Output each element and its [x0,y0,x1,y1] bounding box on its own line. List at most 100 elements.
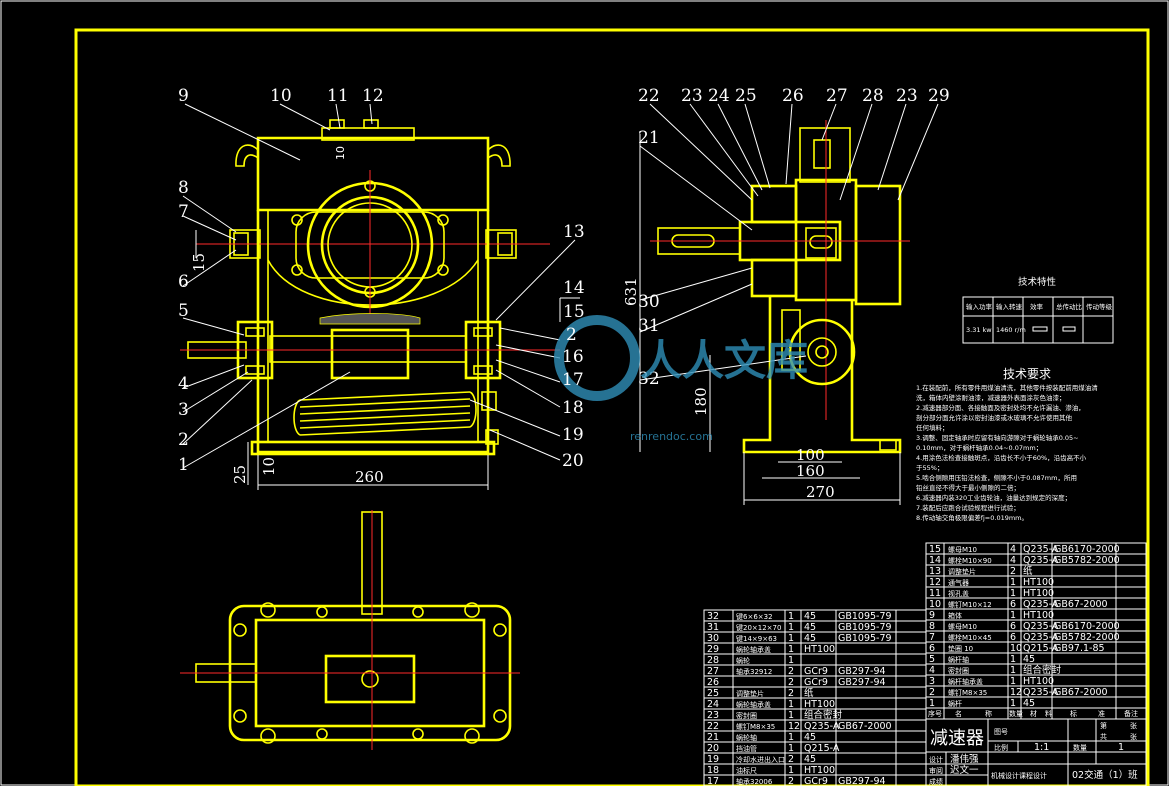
bom-left-cell: 调整垫片 [736,689,764,698]
front-label-15: 15 [563,302,585,322]
bom-right-cell: 螺钉M8×35 [948,688,987,697]
bom-left-cell: 蜗轮轴 [736,733,757,742]
bom-left-cell: 密封圈 [736,711,757,720]
bom-right-cell: 垫圈 10 [948,644,973,653]
bom-right-cell: Q235-A [1023,621,1059,632]
bom-right-cell: 1 [1010,676,1016,687]
title-zhang2: 张 [1130,732,1137,741]
bom-left-cell: 键6×6×32 [736,612,773,621]
front-label-8: 8 [178,178,189,198]
bom-right-cell: GB67-2000 [1054,599,1108,610]
bom-right-cell: 1 [929,698,935,709]
side-label-27: 27 [826,86,848,106]
watermark [554,315,640,401]
front-label-10: 10 [270,86,292,106]
bom-left-cell: 键20×12×70 [736,623,781,632]
bom-left-cell: 31 [707,622,719,633]
bom-right-cell: 4 [929,665,935,676]
bom-right-cell: 螺栓M10×45 [948,633,992,642]
bom-left-cell: 1 [788,710,794,721]
bom-right-cell: 视孔盖 [948,589,969,598]
bom-right-cell: Q235-A [1023,599,1059,610]
bom-right-header-cell: 料 [1045,709,1052,718]
bom-right-cell: GB5782-2000 [1054,632,1120,643]
dim-180: 180 [692,387,710,416]
front-label-17: 17 [562,370,584,390]
front-label-19: 19 [562,425,584,445]
bom-left-cell: 蜗轮轴承盖 [736,700,771,709]
side-view [639,103,939,505]
bom-left-cell: 轴承32006 [736,777,773,786]
bom-right-cell: 45 [1023,654,1035,665]
tech-char-header: 效率 [1030,302,1044,311]
title-chengji: 成绩 [929,777,943,786]
bom-right-cell: 9 [929,610,935,621]
bom-right-cell: 螺母M10 [948,545,977,554]
title-shuliang: 数量 [1073,743,1087,752]
bom-right-header: 序号名称数量材料标准备注 [928,709,1138,718]
side-label-23: 23 [681,86,703,106]
side-label-24: 24 [708,86,730,106]
bom-right-header-cell: 材 [1030,709,1037,718]
dim-260: 260 [355,468,384,486]
bom-right-cell: 15 [929,544,941,555]
bom-left-cell: 32 [707,611,719,622]
bom-left-cell: GCr9 [804,776,828,786]
tech-req-line: 3.调整、固定轴承时应留有轴向游隙对于蜗轮轴承0.05~ [916,433,1079,442]
tech-req-title: 技术要求 [1003,367,1051,381]
title-zhang: 张 [1130,721,1137,730]
bom-right-cell: 13 [929,566,941,577]
front-label-2: 2 [178,430,189,450]
front-label-7: 7 [178,202,189,222]
bom-right-cell: Q215-A [1023,643,1059,654]
bom-right-cell: 12 [929,577,941,588]
bom-right-header-cell: 序号 [928,709,942,718]
title-bili-val: 1:1 [1034,742,1049,753]
bom-right-header-cell: 标 [1070,709,1077,718]
front-label-6: 6 [178,272,189,292]
bom-right-header-cell: 名 [955,709,962,718]
watermark-text: 人人文库 [640,336,808,385]
dim-10b: 10 [334,146,347,160]
bom-right-cell: Q235-A [1023,687,1059,698]
bom-right-cell: 密封圈 [948,666,969,675]
front-label-1: 1 [178,455,189,475]
title-shuliang-val: 1 [1118,742,1124,753]
drawing-border [74,28,1150,786]
bom-right-cell: 蜗杆轴 [948,655,969,664]
bom-left-cell: 30 [707,633,719,644]
bom-right-cell: 14 [929,555,941,566]
bom-right-cell: 1 [1010,610,1016,621]
bom-left-cell: HT100 [804,765,835,776]
bom-right-cell: HT100 [1023,676,1054,687]
tech-req-line: 铅丝直径不得大于最小侧隙的二倍； [916,483,1020,492]
bom-right-cell: 6 [1010,599,1016,610]
bom-right-cell: Q235-A [1023,632,1059,643]
bom-right-cell: 12 [1010,687,1022,698]
tech-req-line: 4.用涂色法检查接触斑点，沿齿长不小于60%，沿齿高不小 [916,453,1087,462]
tech-req-line: 任何填料； [916,423,949,432]
title-reviewer: 迟文一 [950,764,979,776]
bom-right-cell: 45 [1023,698,1035,709]
bom-right-cell: 8 [929,621,935,632]
bom-right-cell: 7 [929,632,935,643]
front-label-11: 11 [327,86,349,106]
tech-char-header: 总传动比 [1056,302,1083,311]
side-label-21: 21 [638,128,660,148]
dim-15: 15 [190,253,208,272]
bom-left-cell: GCr9 [804,666,828,677]
front-label-3: 3 [178,400,189,420]
front-label-9: 9 [178,86,189,106]
tech-req-lines: 1.在装配前，所有零件用煤油清洗，其他零件按装配前用煤油清 洗，箱体内壁涂耐油漆… [916,383,1098,522]
front-label-12: 12 [362,86,384,106]
tech-req-line: 剖分部分面允许涂以密封油漆或水玻璃不允许使用其他 [916,413,1073,422]
side-label-26: 26 [782,86,804,106]
dim-25: 25 [231,465,249,484]
bom-right-header-cell: 备注 [1124,709,1138,718]
bom-right-cell: 6 [1010,632,1016,643]
bom-right-cell: 蜗杆轴承盖 [948,677,983,686]
front-view [180,103,580,490]
title-di: 第 [1100,721,1107,730]
